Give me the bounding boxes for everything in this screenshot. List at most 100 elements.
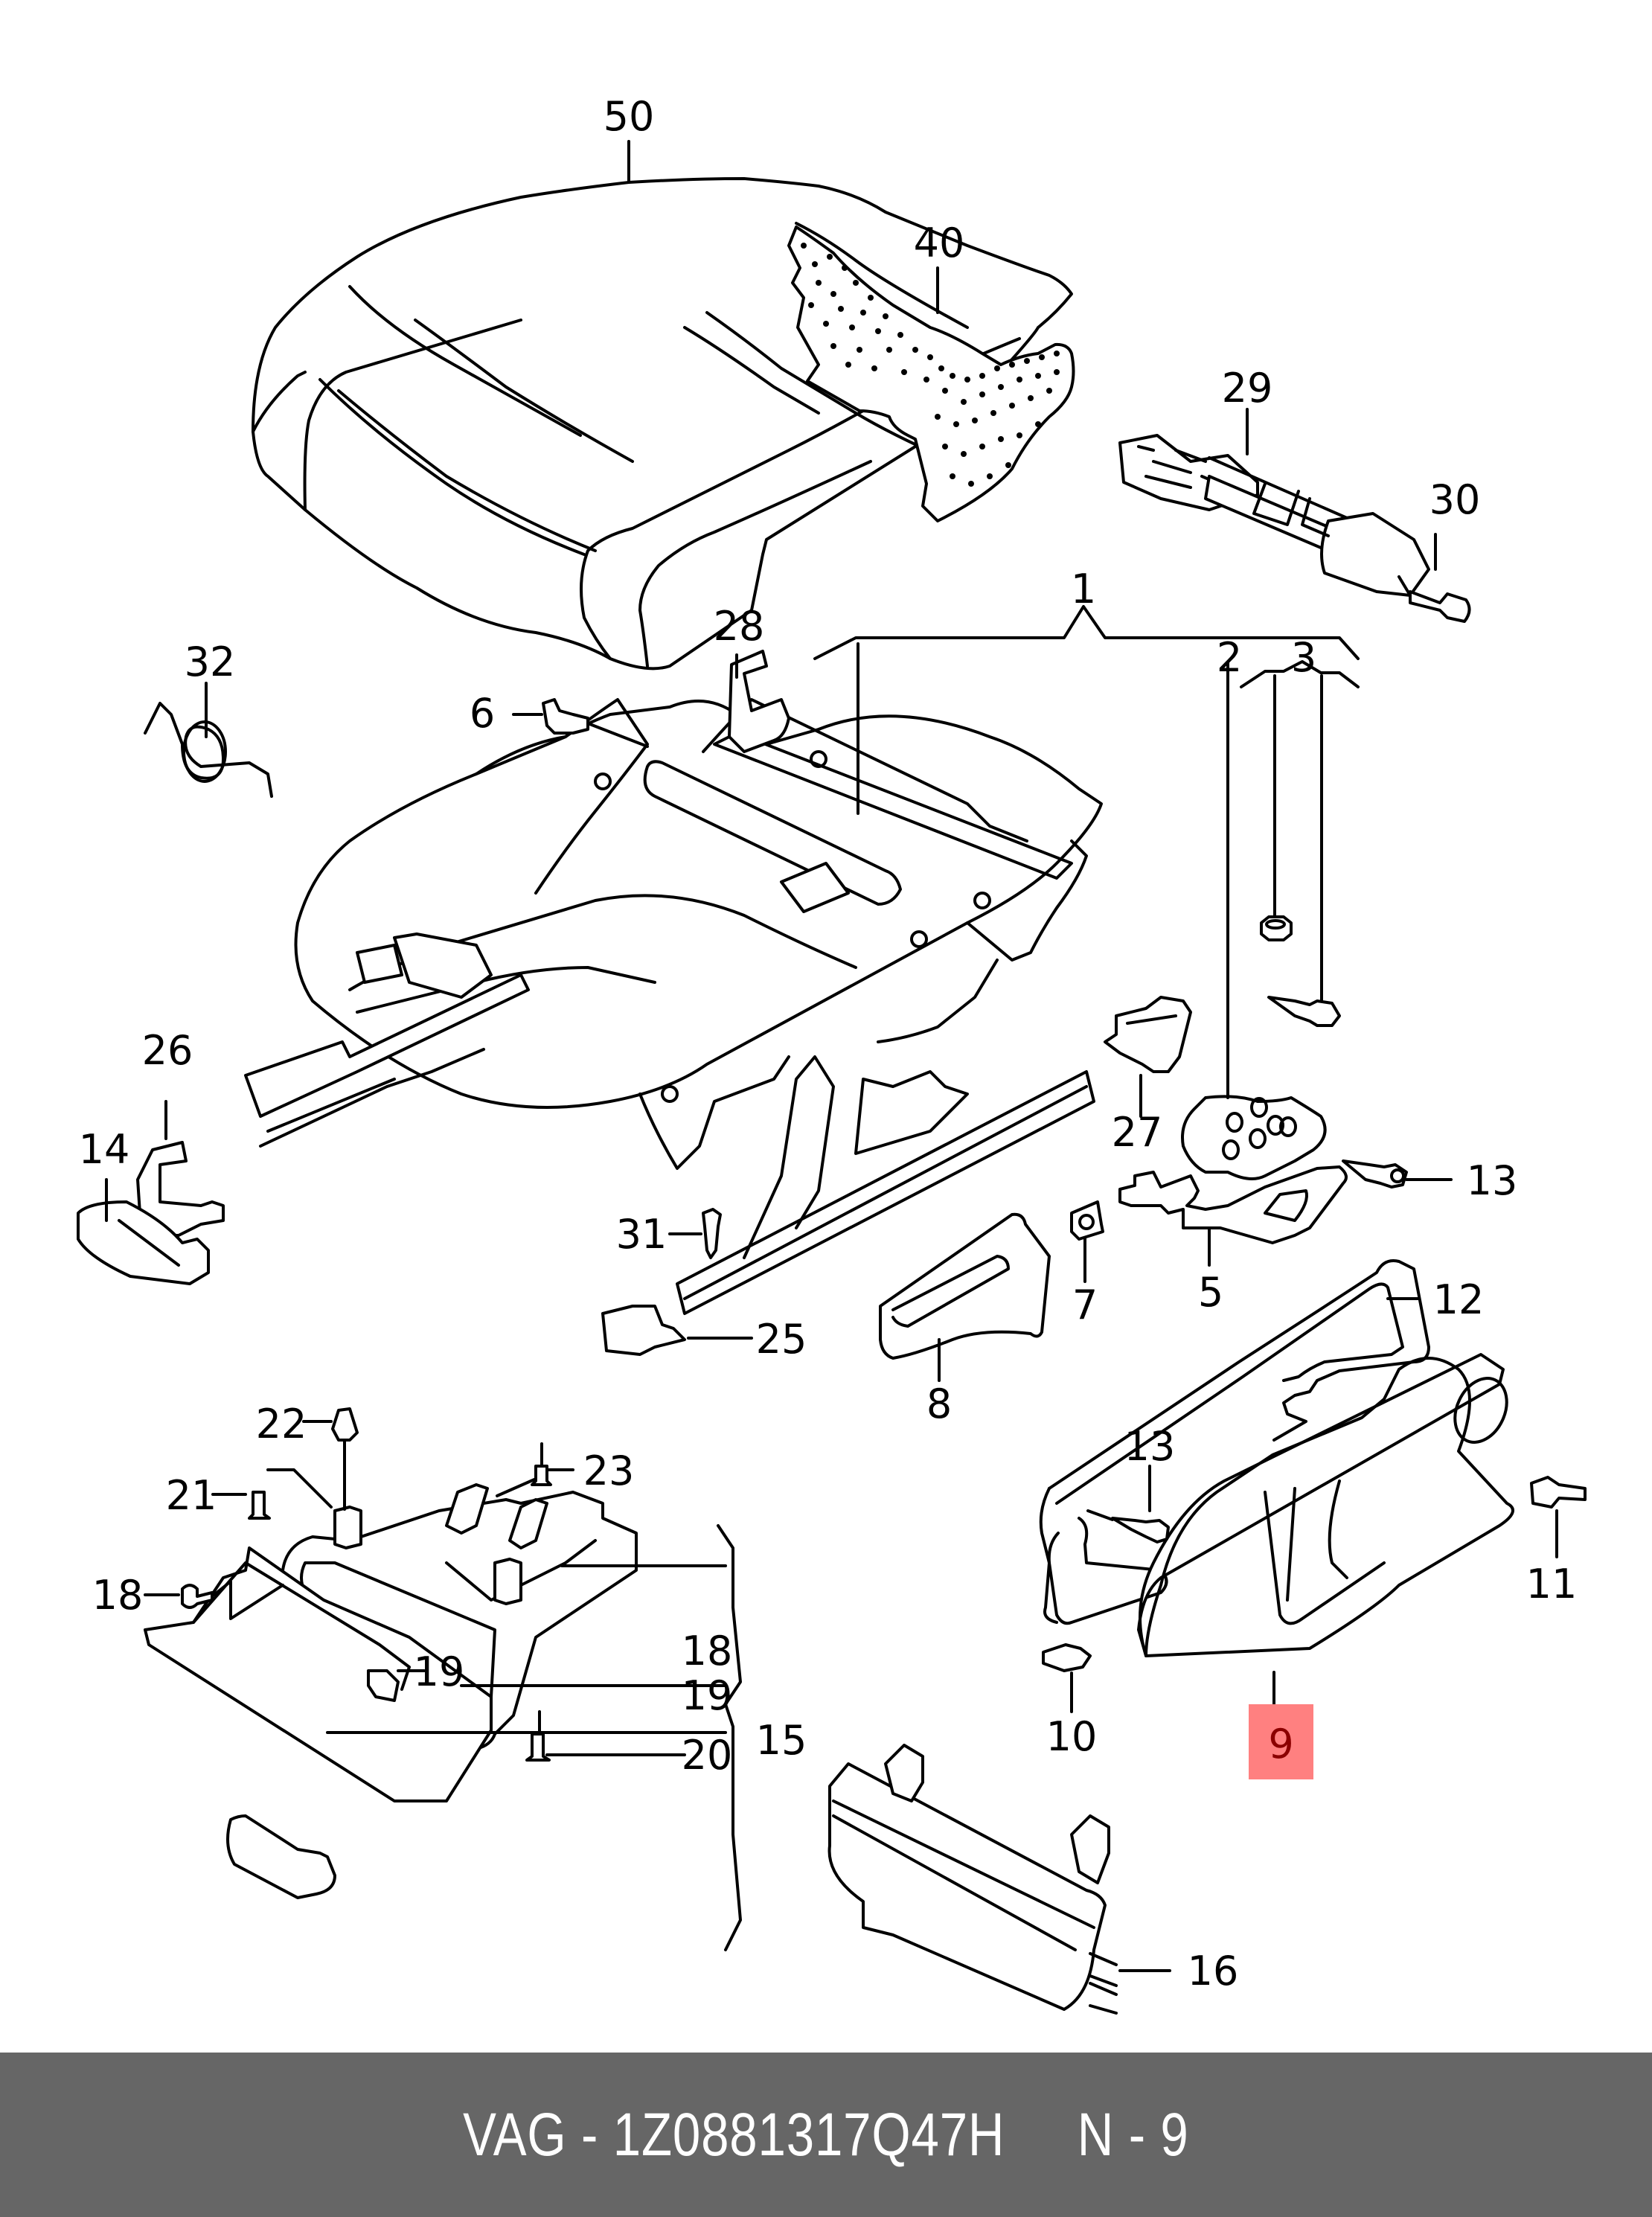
callout-32[interactable]: 32 — [185, 639, 236, 685]
callout-29[interactable]: 29 — [1222, 365, 1273, 412]
part-1-seat-frame[interactable] — [244, 698, 1103, 1315]
part-3-nut[interactable] — [1260, 915, 1293, 941]
part-8-trim[interactable] — [879, 1212, 1051, 1360]
callout-22[interactable]: 22 — [256, 1401, 307, 1447]
callout-30[interactable]: 30 — [1430, 476, 1481, 523]
callout-3[interactable]: 3 — [1291, 634, 1316, 681]
part-13-screw-upper[interactable] — [1342, 1159, 1408, 1189]
part-20-pin[interactable] — [525, 1710, 551, 1762]
callout-31[interactable]: 31 — [616, 1211, 667, 1258]
callout-25[interactable]: 25 — [756, 1316, 807, 1363]
callout-16[interactable]: 16 — [1188, 1948, 1239, 1994]
part-2-mounting-plate[interactable] — [1181, 1095, 1327, 1180]
part-15-drawer-handle[interactable] — [226, 1814, 336, 1899]
perforation-dot — [979, 373, 985, 379]
perforation-dot — [801, 243, 807, 249]
perforation-dot — [1046, 388, 1052, 394]
perforation-dot — [1028, 395, 1034, 401]
callout-19-group[interactable]: 19 — [682, 1672, 733, 1719]
perforation-dot — [868, 295, 874, 301]
perforation-dot — [853, 280, 859, 286]
callout-6[interactable]: 6 — [470, 690, 495, 737]
part-30-screw[interactable] — [1398, 575, 1471, 623]
callout-50[interactable]: 50 — [604, 93, 655, 140]
perforation-dot — [927, 354, 933, 360]
part-40-heating-pad[interactable] — [787, 225, 1075, 522]
callout-13-upper[interactable]: 13 — [1467, 1157, 1518, 1204]
callout-10[interactable]: 10 — [1046, 1713, 1098, 1760]
callout-11[interactable]: 11 — [1526, 1561, 1578, 1607]
part-22-clip[interactable] — [331, 1407, 359, 1511]
part-9-side-panel[interactable] — [1137, 1353, 1517, 1657]
part-31-screw[interactable] — [702, 1208, 722, 1259]
perforation-dot — [953, 421, 959, 427]
part-23-screw[interactable] — [496, 1442, 552, 1497]
callout-40[interactable]: 40 — [914, 220, 965, 266]
perforation-dot — [1054, 351, 1060, 356]
perforation-dot — [1017, 432, 1022, 438]
callout-14[interactable]: 14 — [79, 1126, 130, 1173]
perforation-dot — [994, 365, 1000, 371]
callout-1[interactable]: 1 — [1071, 566, 1096, 612]
part-27-connector[interactable] — [1104, 996, 1192, 1073]
callout-19-left[interactable]: 19 — [414, 1648, 465, 1695]
perforation-dot — [901, 369, 907, 375]
callout-5[interactable]: 5 — [1198, 1269, 1223, 1316]
callout-2[interactable]: 2 — [1217, 634, 1242, 681]
perforation-dot — [1039, 354, 1045, 360]
callout-8[interactable]: 8 — [926, 1381, 952, 1427]
part-6-bolt[interactable] — [542, 698, 649, 748]
part-3-bracket — [1240, 660, 1360, 1002]
callout-26[interactable]: 26 — [142, 1027, 193, 1074]
part-32-spring[interactable] — [144, 702, 273, 798]
perforation-dot — [845, 362, 851, 368]
perforation-dot — [1035, 373, 1041, 379]
part-21-pin[interactable] — [248, 1468, 333, 1520]
part-18-rivet[interactable] — [181, 1580, 284, 1620]
perforation-dot — [830, 343, 836, 349]
callout-20[interactable]: 20 — [682, 1732, 733, 1779]
part-11-clip[interactable] — [1530, 1476, 1587, 1509]
perforation-dot — [871, 365, 877, 371]
perforation-dot — [830, 291, 836, 297]
part-13-screw-lower[interactable] — [1086, 1509, 1170, 1543]
part-28-clip[interactable] — [728, 650, 790, 753]
perforation-dot — [812, 261, 818, 267]
footer-bar: VAG - 1Z0881317Q47H N - 9 — [0, 2053, 1652, 2217]
perforation-dot — [961, 399, 967, 405]
part-25-cover[interactable] — [601, 1305, 686, 1356]
callout-7[interactable]: 7 — [1072, 1282, 1098, 1328]
part-16-trim-strip[interactable] — [827, 1744, 1118, 2015]
perforation-dot — [938, 365, 944, 371]
callout-13-lower[interactable]: 13 — [1124, 1423, 1176, 1470]
perforation-dot — [1024, 358, 1030, 364]
part-number-caption: VAG - 1Z0881317Q47H N - 9 — [463, 2100, 1189, 2169]
perforation-dot — [990, 410, 996, 416]
callout-21[interactable]: 21 — [166, 1472, 217, 1519]
part-14-cap[interactable] — [77, 1200, 210, 1285]
part-10-clip[interactable] — [1042, 1643, 1092, 1672]
callout-23[interactable]: 23 — [583, 1447, 635, 1494]
part-29-rail[interactable] — [1118, 434, 1430, 597]
part-15-bracket — [717, 1524, 742, 1951]
leader-lines — [105, 140, 1558, 1972]
callout-28[interactable]: 28 — [714, 603, 765, 650]
part-40-perforation-dots — [801, 243, 1060, 487]
callout-9-highlighted[interactable]: 9 — [1268, 1721, 1294, 1767]
perforation-dot — [987, 473, 993, 479]
perforation-dot — [842, 265, 848, 271]
perforation-dot — [998, 436, 1004, 442]
part-19-pin[interactable] — [367, 1669, 400, 1702]
perforation-dot — [950, 373, 955, 379]
perforation-dot — [838, 306, 844, 312]
callout-27[interactable]: 27 — [1112, 1109, 1163, 1156]
callout-12[interactable]: 12 — [1433, 1276, 1485, 1323]
part-5-bracket[interactable] — [1118, 1165, 1348, 1244]
perforation-dot — [979, 391, 985, 397]
part-3-screw[interactable] — [1267, 996, 1341, 1027]
callout-15[interactable]: 15 — [756, 1717, 807, 1764]
part-7-clip[interactable] — [1070, 1200, 1104, 1241]
callout-18-left[interactable]: 18 — [92, 1572, 144, 1619]
callout-18-group[interactable]: 18 — [682, 1628, 733, 1674]
perforation-dot — [1035, 421, 1041, 427]
